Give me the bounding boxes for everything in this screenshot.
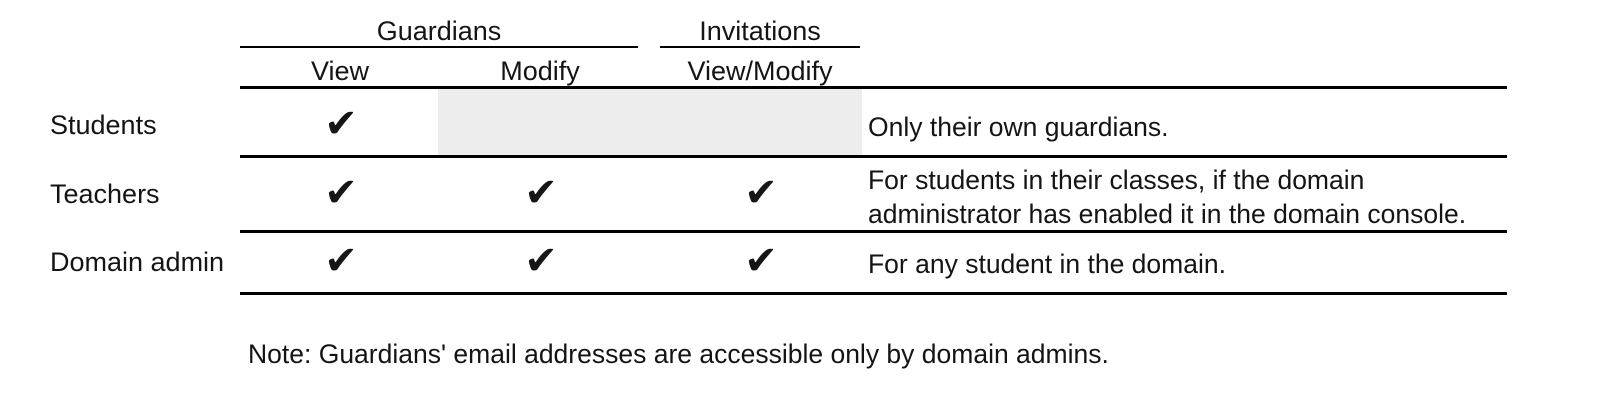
row-label-domain-admin: Domain admin (50, 247, 225, 277)
table-bottom-rule (240, 292, 1507, 295)
footnote-text: Note: Guardians' email addresses are acc… (248, 339, 1109, 369)
column-group-invitations-label: Invitations (699, 16, 821, 46)
guardians-group-underline (240, 46, 638, 48)
subheader-guardians-modify: Modify (500, 56, 580, 86)
check-icon-domain-admin-invitations: ✔ (744, 238, 778, 284)
check-icon-domain-admin-guardians-modify: ✔ (524, 238, 558, 284)
subheader-invitations-view-modify: View/Modify (687, 56, 833, 86)
subheader-guardians-view: View (310, 56, 370, 86)
check-icon-teachers-guardians-modify: ✔ (524, 170, 558, 216)
row-description-domain-admin: For any student in the domain. (868, 249, 1226, 279)
invitations-group-underline (660, 46, 860, 48)
row-separator-after-students (240, 155, 1507, 158)
column-group-guardians-label: Guardians (376, 16, 502, 46)
row-description-students: Only their own guardians. (868, 112, 1169, 142)
row-label-students: Students (50, 110, 157, 140)
row-students-unavailable-cells (438, 89, 862, 155)
check-icon-teachers-invitations: ✔ (744, 170, 778, 216)
check-icon-teachers-guardians-view: ✔ (324, 170, 358, 216)
row-label-teachers: Teachers (50, 179, 160, 209)
header-bottom-rule (240, 86, 1507, 89)
check-icon-domain-admin-guardians-view: ✔ (324, 238, 358, 284)
row-separator-after-teachers (240, 230, 1507, 233)
check-icon-students-guardians-view: ✔ (324, 101, 358, 147)
row-description-teachers: For students in their classes, if the do… (868, 165, 1467, 229)
